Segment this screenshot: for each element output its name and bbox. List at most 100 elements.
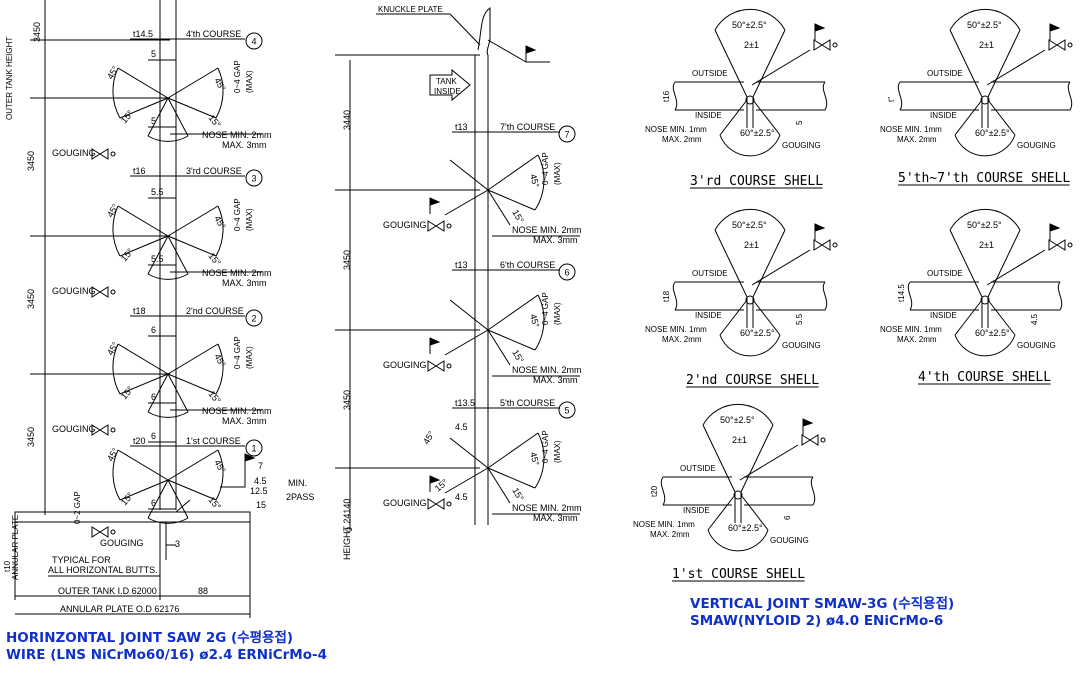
vertical-joint-details [376,13,580,515]
shell-3-break-right [822,281,828,311]
shell-2-break-left [897,81,903,111]
v-course-7-number-circle [558,125,576,143]
v-course-7-gouging-dot [446,223,452,229]
shell-1-top-arc [714,8,786,31]
shell-5-thickness: t20 [650,485,659,497]
v-course-7-name: 7'th COURSE [500,122,555,132]
h-course-2-thickness: t16 [133,166,146,176]
h-course-3-number-circle [245,309,263,327]
h-course-2-angle-45-right: 45° [212,214,228,231]
h-bottom-gouging-icon [91,526,109,538]
h-course-2-angle-45-left: 45° [105,202,121,219]
v-course-5-angle-45: 45° [528,451,541,467]
vertical-caption-line2: SMAW(NYLOID 2) ø4.0 ENiCrMo-6 [690,613,944,629]
h-course-3-gouging-dot [110,427,116,433]
shell-1-top-gouging-icon [813,39,831,51]
vertical-joint-panel [335,7,491,530]
h-course-1-gap-max: (MAX) [245,70,254,93]
h-course-2-face-value: 5.5 [151,187,164,197]
shell-3-bottom-angle: 60°±2.5° [740,328,775,338]
shell-5-break-right [810,476,816,506]
tank-inside-1: TANK [436,77,457,86]
shell-1-bottom-arc [719,134,781,157]
shell-1-root-circle [745,95,755,105]
shell-2-break-right [1067,81,1073,111]
h-course-3-arc-right [215,343,224,395]
h-course-3-bevel-lines [117,343,219,413]
fillet-note-pass: 2PASS [286,492,314,502]
v-course-6-angle-45: 45° [528,313,541,329]
h-course-2-nose-max: MAX. 3mm [222,278,267,288]
shell-2-nose-max: MAX. 2mm [897,135,937,144]
shell-4-bottom-bevel [954,299,1016,336]
shell-1-symbol-leader [751,49,811,86]
horizontal-joint-details [48,38,262,577]
shell-5-outside: OUTSIDE [680,464,716,473]
shell-5-top-arc [702,403,774,426]
shell-4-top-angle: 50°±2.5° [967,220,1002,230]
annular-od: ANNULAR PLATE O.D 62176 [60,604,179,614]
horizontal-caption-line2: WIRE (LNS NiCrMo60/16) ø2.4 ERNiCrMo-4 [6,647,328,663]
shell-5-top-gouging-icon [801,434,819,446]
shell-1-inside: INSIDE [695,111,722,120]
v-course-7-thickness: t13 [455,122,468,132]
h-course-2-gouging: GOUGING [52,286,96,296]
h-course-3-dim: 3450 [26,427,36,447]
shell-4-gap: 2±1 [979,240,994,250]
shell-1-outside: OUTSIDE [692,69,728,78]
v-course-5-gouging-dot [446,501,452,507]
shell-4-thickness: t14.5 [897,284,906,302]
shell-2-nose-min: NOSE MIN. 1mm [880,125,942,134]
h-course-4-arc-right [215,449,224,501]
h-course-1-number: 4 [251,37,256,47]
v-course-5-flag-fill [430,476,439,483]
v-course-7-gouging-icon [427,220,445,232]
v-course-6-gouging-dot [446,363,452,369]
h-course-1-gouging-dot [110,151,116,157]
v-course-6-nose-max: MAX. 3mm [533,375,578,385]
knuckle-flag-fill [526,46,535,53]
shell-5-break-left [660,476,666,506]
shell-1-nose-max: MAX. 2mm [662,135,702,144]
annular-plate-label: ANNULAR PLATE [11,515,20,580]
h-course-1-thickness: t14.5 [133,29,153,39]
shell-2-top-arc [949,8,1021,31]
height-label: HEIGHT 24140 [342,499,352,560]
tank-inside-2: INSIDE [434,87,461,96]
shell-1-nose-min: NOSE MIN. 1mm [645,125,707,134]
h-course-3-gouging: GOUGING [52,424,96,434]
h-course-1-gouging-icon [91,148,109,160]
shell-3-break-left [672,281,678,311]
h-course-4-thickness: t20 [133,436,146,446]
h-course-1-angle-15-left: 15° [119,108,136,125]
shell-4-break-right [1057,281,1063,311]
fillet-value-2: 12.5 [250,486,268,496]
shell-5-root-circle [733,490,743,500]
h-course-3-lower-value: 6 [151,392,156,402]
shell-1-root: 5 [795,120,804,125]
h-course-3-thickness: t18 [133,306,146,316]
h-course-3-arc-bottom [147,411,189,418]
shell-1-thickness: t16 [662,90,671,102]
h-course-1-gouging: GOUGING [52,148,96,158]
shell-5-title: 1'st COURSE SHELL [672,567,805,582]
shell-2-gouging: GOUGING [1017,141,1056,150]
h-course-3-name: 2'nd COURSE [186,306,244,316]
shell-5-gap: 2±1 [732,435,747,445]
h-course-4-angle-15-left: 15° [119,490,136,507]
v-course-6-flag-fill [430,338,439,345]
h-course-1-bevel-lines [117,67,219,137]
h-course-2-gap-max: (MAX) [245,208,254,231]
fillet-value-1: 4.5 [254,476,267,486]
h-course-1-lower-value: 5 [151,116,156,126]
zero: 0 [344,527,354,532]
v5-angle-45-left: 45° [421,429,437,446]
shell-2-outside: OUTSIDE [927,69,963,78]
h-course-1-nose-min: NOSE MIN. 2mm [202,130,272,140]
v-course-7-number: 7 [564,130,569,140]
